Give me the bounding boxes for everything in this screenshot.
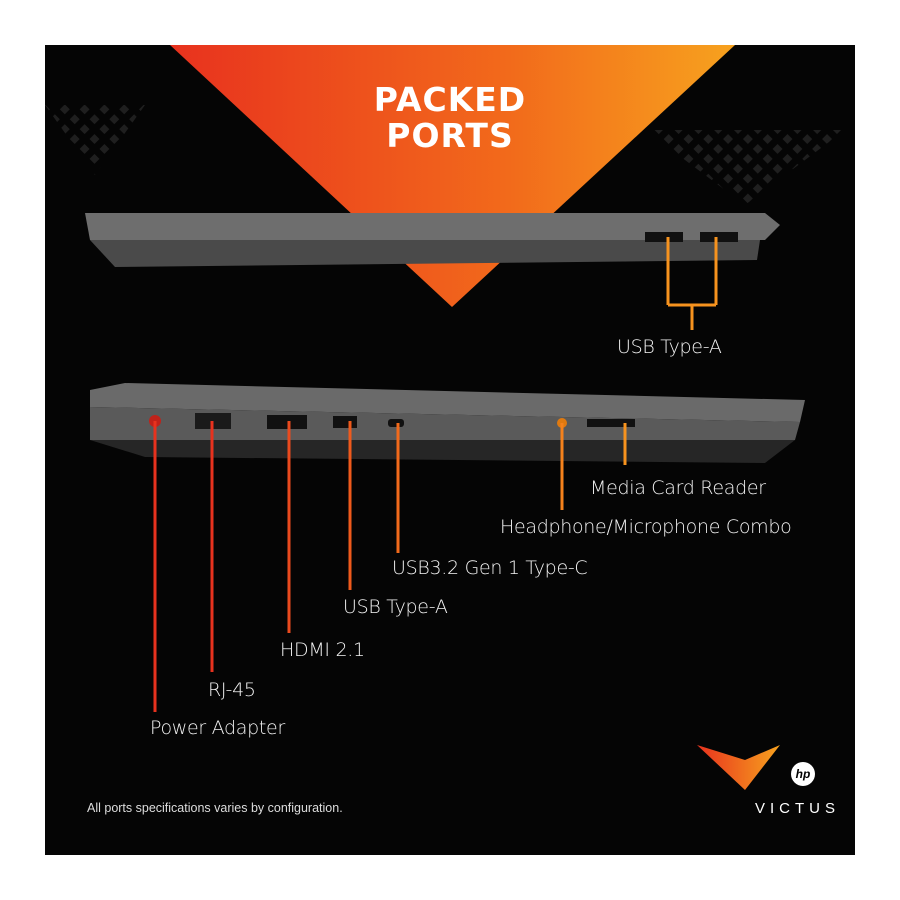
orange-triangle [170,45,735,307]
label-usb-a: USB Type-A [343,596,448,618]
footnote: All ports specifications varies by confi… [87,801,343,815]
title-line-2: PORTS [386,116,514,155]
laptop-side-view [90,383,805,463]
pattern-left [45,105,145,175]
label-usb-c: USB3.2 Gen 1 Type-C [392,557,588,579]
title-line-1: PACKED [373,80,527,119]
label-media-card-reader: Media Card Reader [590,477,766,499]
label-power-adapter: Power Adapter [150,717,285,739]
victus-logo-icon [697,745,780,790]
label-headphone-mic: Headphone/Microphone Combo [500,516,792,538]
diagram-graphics [45,45,845,790]
label-hdmi: HDMI 2.1 [280,639,365,661]
pattern-right [645,130,845,205]
infographic-panel: PACKED PORTS USB Type-A Media Card Reade… [45,45,855,855]
label-rj45: RJ-45 [208,679,256,701]
hp-logo: hp [791,762,815,786]
label-top-usb-a: USB Type-A [617,336,722,358]
callout-lines [153,421,627,712]
laptop-top-view [85,213,780,330]
victus-wordmark: VICTUS [755,800,841,817]
